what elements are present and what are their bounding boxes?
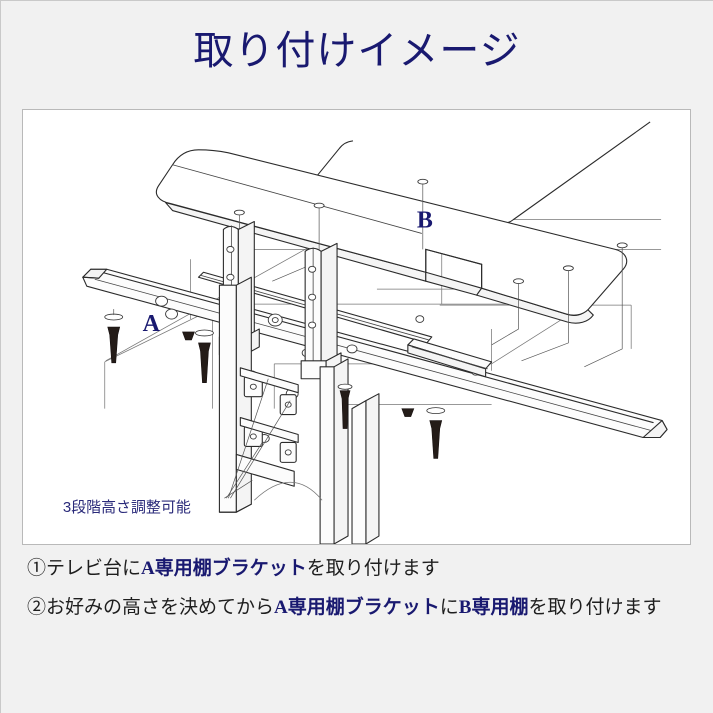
shelf-board-b-final [155, 149, 628, 324]
step-1-seg-0: テレビ台に [46, 558, 142, 579]
tv-stand-rear-panel-2 [351, 393, 380, 544]
step-1: ①テレビ台にA専用棚ブラケットを取り付けます [27, 559, 687, 578]
screws-and-washers [104, 309, 446, 459]
step-2-seg-0: お好みの高さを決めてから [46, 597, 275, 618]
shelf-screw-holes [233, 178, 628, 285]
assembly-diagram-svg: A B 3段階高さ調整可能 [63, 121, 668, 544]
step-2-seg-1: A専用棚ブラケット [274, 597, 440, 618]
diagram-label-b: B [417, 207, 433, 233]
height-adjust-leader-lines [224, 378, 291, 499]
step-1-number: ① [27, 558, 47, 579]
floor-arc [254, 481, 323, 501]
instruction-steps: ①テレビ台にA専用棚ブラケットを取り付けます ②お好みの高さを決めてからA専用棚… [27, 559, 687, 637]
height-adjust-annotation: 3段階高さ調整可能 [63, 499, 191, 516]
illustration-panel: A B 3段階高さ調整可能 [22, 109, 691, 545]
step-1-seg-2: を取り付けます [306, 558, 440, 579]
step-1-seg-1: A専用棚ブラケット [141, 558, 307, 579]
step-2-seg-2: に [439, 597, 459, 618]
step-2: ②お好みの高さを決めてからA専用棚ブラケットにB専用棚を取り付けます [27, 598, 687, 617]
diagram-label-a: A [143, 311, 161, 337]
step-2-seg-4: を取り付けます [528, 597, 662, 618]
height-adjust-plate [235, 367, 299, 487]
step-2-seg-3: B専用棚 [458, 597, 529, 618]
right-bracket-stub [407, 338, 493, 378]
step-2-number: ② [27, 597, 47, 618]
page-title: 取り付けイメージ [193, 28, 521, 73]
